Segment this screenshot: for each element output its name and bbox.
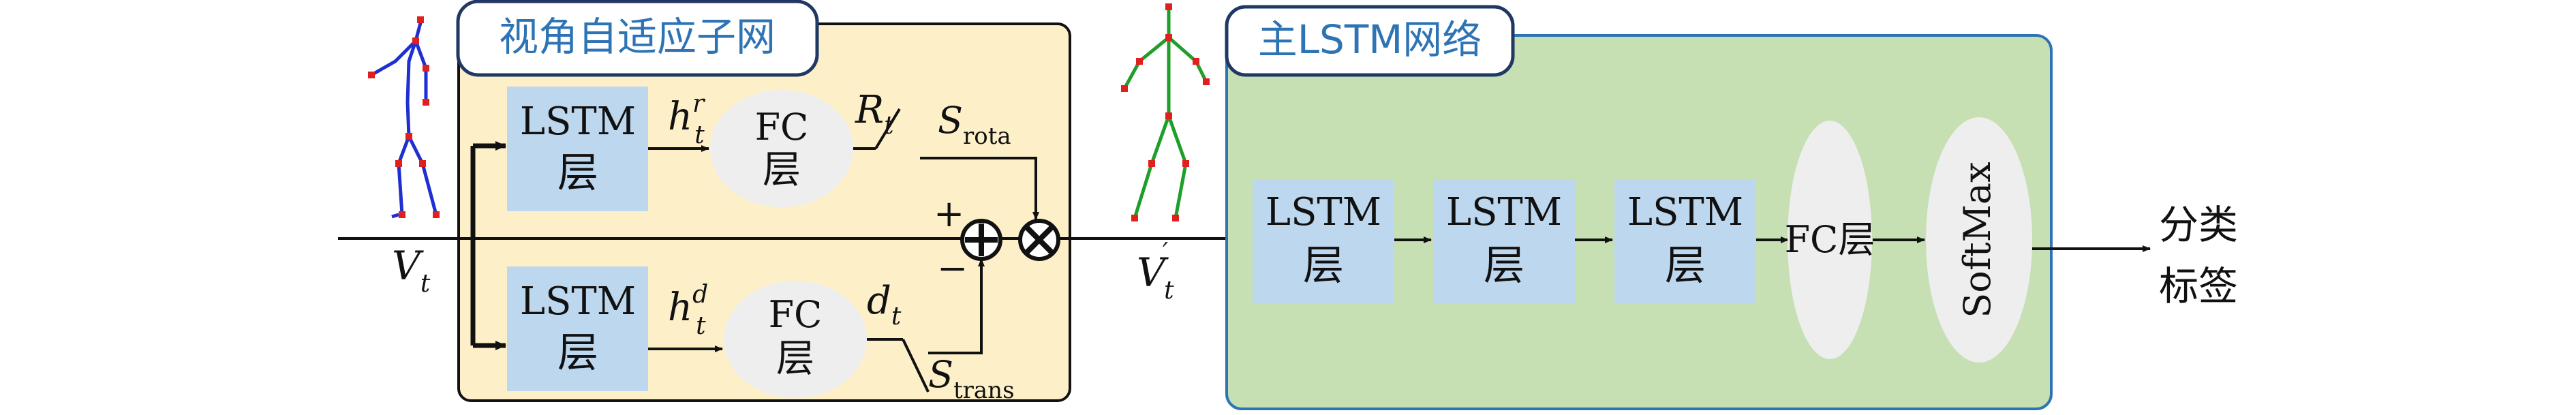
fc-ellipse-rotation — [710, 90, 853, 207]
main-lstm-2-label-en: LSTM — [1446, 190, 1562, 234]
translation-switch — [902, 339, 930, 393]
s-trans-label: Strans — [928, 353, 1015, 404]
plus-sign: + — [934, 192, 964, 235]
fc-translation-label-en: FC — [769, 293, 823, 336]
main-fc-layer — [1788, 121, 1872, 359]
softmax-layer-label: SoftMax — [1956, 162, 1999, 318]
main-lstm-3-label-cn: 层 — [1665, 242, 1706, 290]
rotation-param-label: Rt — [855, 88, 894, 140]
main-lstm-block-3 — [1614, 179, 1756, 304]
minus-sign: − — [937, 247, 968, 290]
output-label-line1: 分类 — [2159, 202, 2238, 248]
input-sequence-label: Vt — [392, 243, 431, 298]
transformed-skeleton-icon — [1121, 3, 1210, 221]
view-adaptive-subnet-title-box — [456, 0, 819, 77]
product-node — [1018, 219, 1060, 261]
s-rota-arrow — [920, 157, 1039, 220]
sum-node — [960, 219, 1002, 261]
main-lstm-2-label-cn: 层 — [1484, 242, 1524, 290]
main-lstm-3-label-en: LSTM — [1627, 190, 1743, 234]
output-label-line2: 标签 — [2159, 263, 2238, 309]
s-rota-label: Srota — [938, 99, 1011, 150]
rotation-switch — [874, 108, 901, 150]
fc-translation-label-cn: 层 — [776, 337, 814, 381]
lstm-translation-label-en: LSTM — [520, 279, 636, 324]
lstm-translation-label-cn: 层 — [557, 329, 598, 377]
softmax-layer — [1926, 117, 2032, 363]
translation-param-label: dt — [867, 279, 902, 331]
lstm-rotation-label-en: LSTM — [520, 99, 636, 144]
main-lstm-network-title: 主LSTM网络 — [1258, 16, 1482, 63]
main-fc-layer-label: FC层 — [1785, 218, 1875, 261]
fc-rotation-label-en: FC — [755, 106, 809, 149]
branch-bracket — [470, 141, 506, 350]
main-lstm-block-1 — [1253, 179, 1394, 304]
transformed-sequence-label: V′t — [1137, 239, 1174, 305]
main-lstm-block-2 — [1433, 179, 1575, 304]
lstm-rotation-label-cn: 层 — [557, 149, 598, 197]
main-lstm-network-title-box — [1225, 5, 1515, 77]
s-trans-arrow — [928, 258, 985, 354]
input-skeleton-icon — [368, 16, 440, 219]
main-lstm-1-label-cn: 层 — [1303, 242, 1344, 290]
fc-ellipse-translation — [724, 281, 867, 398]
lstm-block-translation — [507, 266, 648, 391]
view-adaptive-subnet-title: 视角自适应子网 — [499, 14, 776, 60]
lstm-block-rotation — [507, 87, 648, 211]
main-lstm-1-label-en: LSTM — [1266, 190, 1381, 234]
fc-rotation-label-cn: 层 — [763, 148, 801, 192]
